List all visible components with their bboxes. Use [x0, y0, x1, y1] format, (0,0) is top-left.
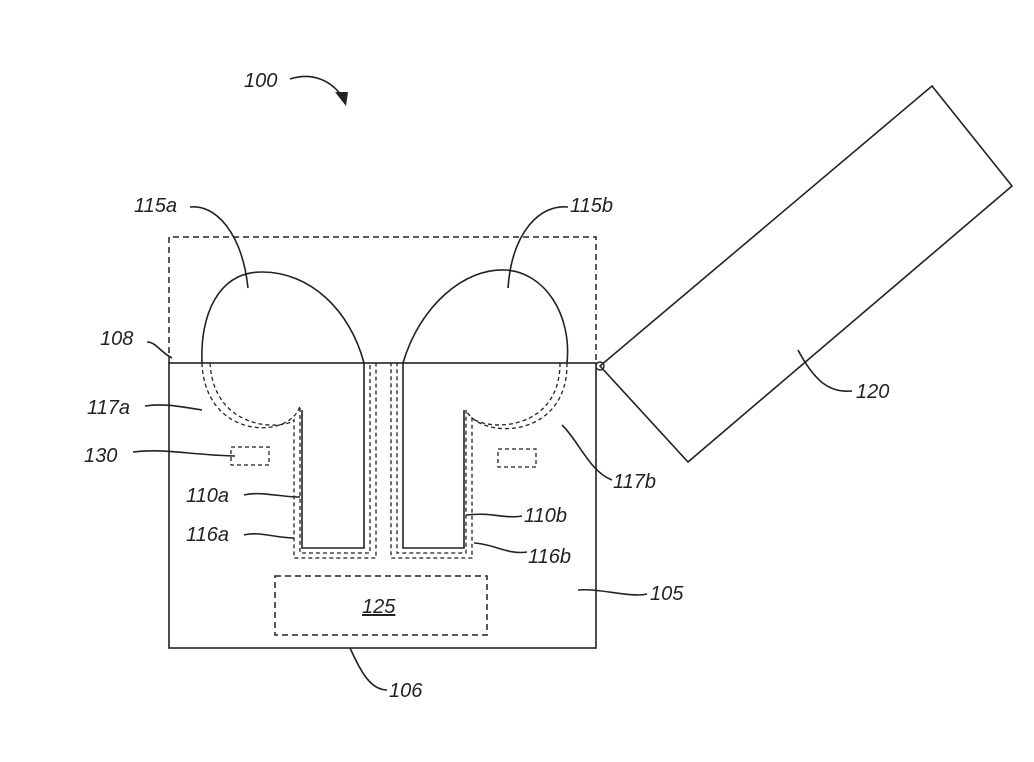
component-130-left — [230, 446, 270, 466]
channel-110b — [402, 363, 465, 549]
component-130-right — [497, 448, 537, 468]
label-116b: 116b — [528, 546, 571, 568]
lid-120 — [598, 84, 1014, 464]
component-125 — [274, 575, 488, 636]
leader-110a — [243, 492, 301, 498]
leader-105 — [577, 588, 648, 596]
leader-115a — [189, 206, 249, 289]
label-117b: 117b — [613, 471, 656, 493]
leader-108 — [146, 341, 173, 359]
dashed-region-boundary — [168, 236, 597, 363]
channel-116b-inner — [390, 362, 561, 559]
leader-116a — [243, 532, 295, 539]
label-105: 105 — [650, 583, 684, 605]
label-120: 120 — [856, 381, 889, 403]
channel-116a-outer — [201, 362, 371, 554]
arrowhead-100 — [335, 92, 348, 106]
leader-106 — [349, 647, 388, 691]
label-110a: 110a — [186, 485, 229, 507]
label-106: 106 — [389, 680, 423, 702]
label-130: 130 — [84, 445, 117, 467]
label-115b: 115b — [570, 195, 613, 217]
channel-116a-inner — [209, 362, 377, 559]
leader-115b — [507, 206, 569, 289]
loop-115b — [402, 269, 569, 364]
leader-117b — [561, 424, 613, 481]
label-115a: 115a — [134, 195, 177, 217]
label-125: 125 — [362, 596, 396, 618]
leader-130 — [132, 450, 236, 457]
loop-115a — [201, 271, 365, 364]
channel-110a — [301, 363, 365, 549]
body-105 — [168, 362, 597, 649]
label-100: 100 — [244, 70, 277, 92]
label-108: 108 — [100, 328, 133, 350]
label-116a: 116a — [186, 524, 229, 546]
leader-117a — [144, 404, 203, 411]
leader-100 — [289, 75, 343, 97]
label-117a: 117a — [87, 397, 130, 419]
channel-116b-outer — [396, 362, 568, 554]
leader-116b — [473, 542, 528, 554]
leader-110b — [465, 513, 523, 518]
label-110b: 110b — [524, 505, 567, 527]
leader-120 — [797, 349, 853, 392]
